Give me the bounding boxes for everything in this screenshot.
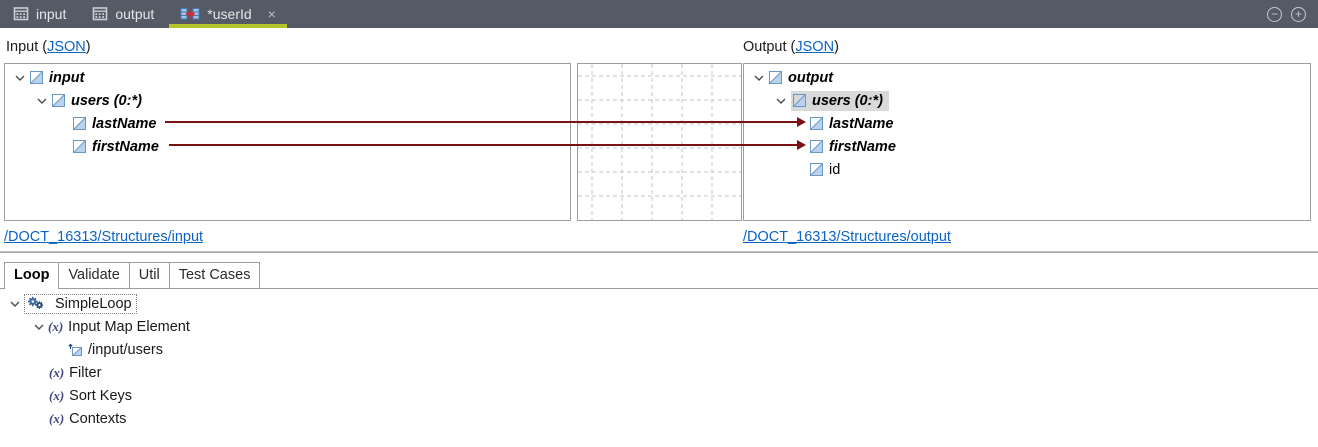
function-icon: (x) [48,318,64,334]
output-structure-panel: output users (0:*) lastName firstName id [743,63,1311,221]
element-icon [769,71,782,84]
loop-item-label: Input Map Element [68,318,190,335]
element-icon [793,94,806,107]
tree-row-firstname[interactable]: firstName [810,135,896,158]
tab-label: Loop [14,267,50,283]
input-structure-link[interactable]: /DOCT_16313/Structures/input [4,229,204,245]
element-icon [810,163,823,176]
expand-all-icon[interactable]: + [1291,6,1306,22]
output-path-row: /DOCT_16313/Structures/output [743,229,951,245]
tab-label: *userId [207,6,252,22]
editor-tab-bar: input output [0,0,1318,28]
close-icon[interactable]: × [267,6,276,22]
element-label: input [49,69,85,86]
input-json-link[interactable]: JSON [47,39,86,55]
chevron-down-icon[interactable] [8,297,22,311]
tab-label: Util [138,267,160,283]
tab-label: input [36,6,67,22]
chevron-down-icon[interactable] [35,94,49,108]
structure-icon [13,6,29,22]
element-label: firstName [92,138,159,155]
tree-row-input[interactable]: input [13,66,84,89]
function-icon: (x) [49,364,65,380]
tab-loop[interactable]: Loop [4,262,60,289]
tab-input[interactable]: input [0,0,79,28]
input-header-text: Input ( [6,39,48,55]
element-icon [52,94,65,107]
tree-row-users-selected[interactable]: users (0:*) [774,89,889,112]
canvas-grid [578,64,741,220]
loop-row-simpleloop[interactable]: SimpleLoop [8,292,137,315]
tree-row-lastname[interactable]: lastName [73,112,156,135]
tree-row-users[interactable]: users (0:*) [35,89,142,112]
tree-row-output[interactable]: output [752,66,833,89]
tab-test-cases[interactable]: Test Cases [169,262,261,288]
chevron-down-icon[interactable] [13,71,27,85]
mapping-arrowhead [797,140,806,150]
output-header: Output (JSON) [743,39,839,55]
loop-item-label: /input/users [88,341,163,358]
tab-label: output [115,6,155,22]
tree-row-firstname[interactable]: firstName [73,135,159,158]
loop-row-input-map-element[interactable]: (x) Input Map Element [32,315,190,338]
mapper-icon [180,6,200,22]
gears-icon [27,296,45,311]
loop-item-label: Filter [69,364,102,381]
tab-output[interactable]: output [79,0,167,28]
loop-item-label: SimpleLoop [55,295,132,312]
input-path-row: /DOCT_16313/Structures/input [4,229,203,245]
topbar-actions: − + [1267,0,1318,28]
output-json-link[interactable]: JSON [795,39,835,55]
element-icon [810,140,823,153]
tab-validate[interactable]: Validate [59,262,130,288]
element-reference-icon [68,343,83,357]
focused-item-box: SimpleLoop [24,293,137,314]
chevron-down-icon[interactable] [752,71,766,85]
output-structure-link[interactable]: /DOCT_16313/Structures/output [743,229,951,245]
chevron-down-icon[interactable] [32,320,46,334]
loop-row-sort-keys[interactable]: (x) Sort Keys [49,384,132,407]
element-label: id [829,161,841,178]
tree-row-lastname[interactable]: lastName [810,112,893,135]
mapping-canvas[interactable] [577,63,742,221]
tree-row-id[interactable]: id [810,158,840,181]
tab-label: Test Cases [178,267,251,283]
mapping-arrowhead [797,117,806,127]
tab-label: Validate [68,267,120,283]
input-header: Input (JSON) [6,39,91,55]
input-header-close-paren: ) [85,39,91,55]
element-icon [73,117,86,130]
tab-userid-active[interactable]: *userId × [167,0,289,28]
element-label: users (0:*) [812,92,883,109]
bottom-tab-bar: Loop Validate Util Test Cases [4,262,261,289]
output-header-close-paren: ) [834,39,839,55]
collapse-all-icon[interactable]: − [1267,6,1282,22]
loop-row-contexts[interactable]: (x) Contexts [49,407,126,430]
element-label: users (0:*) [71,92,142,109]
loop-row-input-users[interactable]: /input/users [68,338,163,361]
loop-row-filter[interactable]: (x) Filter [49,361,101,384]
selected-row-highlight: users (0:*) [791,90,889,111]
loop-item-label: Sort Keys [69,387,133,404]
element-label: firstName [829,138,896,155]
mapping-line-lastname[interactable] [165,121,797,123]
mapping-line-firstname[interactable] [169,144,797,146]
section-divider[interactable] [0,251,1318,253]
structure-icon [92,6,108,22]
element-icon [30,71,43,84]
element-icon [810,117,823,130]
input-structure-panel: input users (0:*) lastName firstName [4,63,571,221]
tab-util[interactable]: Util [129,262,170,288]
function-icon: (x) [49,387,65,403]
tab-folder-line [0,288,1318,289]
element-label: lastName [92,115,157,132]
loop-item-label: Contexts [69,410,127,427]
element-label: lastName [829,115,894,132]
element-label: output [788,69,834,86]
element-icon [73,140,86,153]
output-header-text: Output ( [743,39,796,55]
function-icon: (x) [49,410,65,426]
chevron-down-icon[interactable] [774,94,788,108]
